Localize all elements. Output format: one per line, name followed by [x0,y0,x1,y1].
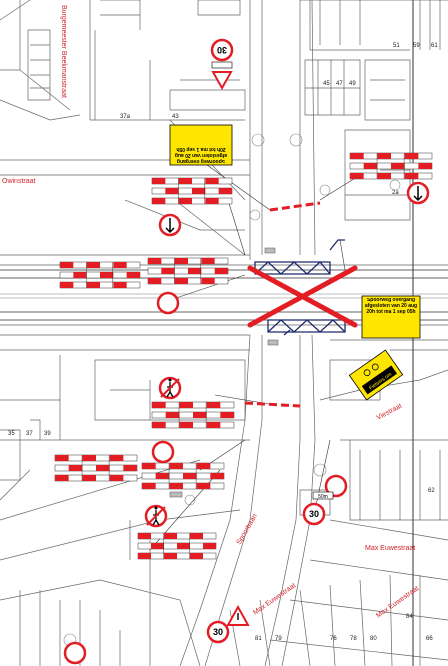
barrier-bar [349,152,433,160]
house-number-43: 43 [172,114,179,120]
house-number-2a: 2a [392,190,399,196]
closure-notice-top-text: Spoorweg overgang afgesloten van 20 aug … [174,146,228,164]
no-bicycle-sign-left [158,213,182,237]
signal-cabinets [169,247,279,498]
barrier-bar [137,542,217,550]
sub-plate-text: 50m [318,494,328,500]
closure-notice-top: Spoorweg overgang afgesloten van 20 aug … [169,124,233,166]
cycle-detour-sign: Fietsers om [348,349,404,401]
house-number-62: 62 [428,488,435,494]
house-number-66: 66 [426,636,433,642]
barrier-bar [151,187,233,195]
prohibition-sign-right [324,474,348,498]
house-number-45: 45 [323,81,330,87]
sub-plate-sign: 50m [312,491,334,500]
house-number-39: 39 [44,431,51,437]
house-number-37a: 37a [120,114,131,120]
barrier-bar [54,474,138,482]
house-numbers: 51 59 61 45 47 49 37a 43 35 37 39 2a 62 … [8,43,438,642]
house-number-79: 79 [275,636,282,642]
prohibition-sign-left [156,291,180,315]
street-label-burgemeester: Burgemeester Beekmanstraat [60,5,67,98]
house-number-80: 80 [370,636,377,642]
barrier-bar [147,277,229,285]
closure-notice-main: Spoorweg overgang afgesloten van 20 aug … [361,295,421,339]
house-number-47: 47 [336,81,343,87]
closure-cross [247,265,358,328]
barrier-bar [151,401,235,409]
street-label-max-euwe-right: Max Euwestraat [375,585,420,620]
house-number-49: 49 [349,81,356,87]
barrier-connector [163,533,190,559]
barrier-bar [137,552,217,560]
barrier-bar [59,261,141,269]
speed-limit-bottom-text: 30 [213,627,223,637]
barrier-connector [86,262,114,288]
closure-notice-main-text: Spoorweg overgang afgesloten van 20 aug … [364,298,418,315]
speed-limit-top-text: 30 [217,45,227,55]
warning-sign-bottom [226,604,250,626]
prohibition-sign-bottom-left [63,641,87,665]
house-number-59: 59 [413,43,420,49]
house-number-81: 81 [255,636,262,642]
barrier-bar [349,162,433,170]
street-label-spoorbaan: Spoorbaan [236,513,259,546]
barrier-bar [54,464,138,472]
house-number-64: 64 [406,614,413,620]
street-label-viestraat: Viestraat [376,403,404,422]
barrier-bar [349,172,433,180]
barrier-connector [81,455,110,481]
barrier-bar [141,472,225,480]
barrier-connector [178,178,206,204]
house-number-76: 76 [330,636,337,642]
pedestrian-sign-lower [144,504,168,528]
street-label-max-euwe-diag: Max Euwestraat [252,582,297,617]
barrier-connector [168,463,197,489]
barrier-bar [141,482,225,490]
prohibition-sign-middle [151,440,175,464]
barrier-bar [59,281,141,289]
barrier-bar [151,421,235,429]
barrier-connector [376,153,405,179]
barrier-groups [54,152,433,560]
road-barriers [244,201,321,408]
house-number-51: 51 [393,43,400,49]
route-lines [149,159,361,551]
barrier-connector [178,402,207,428]
speed-limit-sign-top: 30 [210,38,234,91]
pedestrian-sign-middle [158,376,182,400]
house-number-35: 35 [8,431,15,437]
barrier-bar [151,177,233,185]
barrier-connector [174,258,202,284]
street-label-max-euwe: Max Euwestraat [365,545,415,552]
barrier-bar [141,462,225,470]
barrier-bar [151,197,233,205]
speed-limit-sign-right: 30 [302,502,326,526]
speed-limit-sign-bottom: 30 [206,620,230,644]
barrier-bar [59,271,141,279]
house-number-61: 61 [431,43,438,49]
barrier-bar [151,411,235,419]
barrier-bar [147,257,229,265]
barrier-bar [54,454,138,462]
house-number-37: 37 [26,431,33,437]
speed-limit-right-text: 30 [309,509,319,519]
house-number-78: 78 [350,636,357,642]
direction-sign-right [406,181,430,205]
barrier-bar [147,267,229,275]
street-label-west: Owinstraat [2,178,36,185]
barrier-bar [137,532,217,540]
